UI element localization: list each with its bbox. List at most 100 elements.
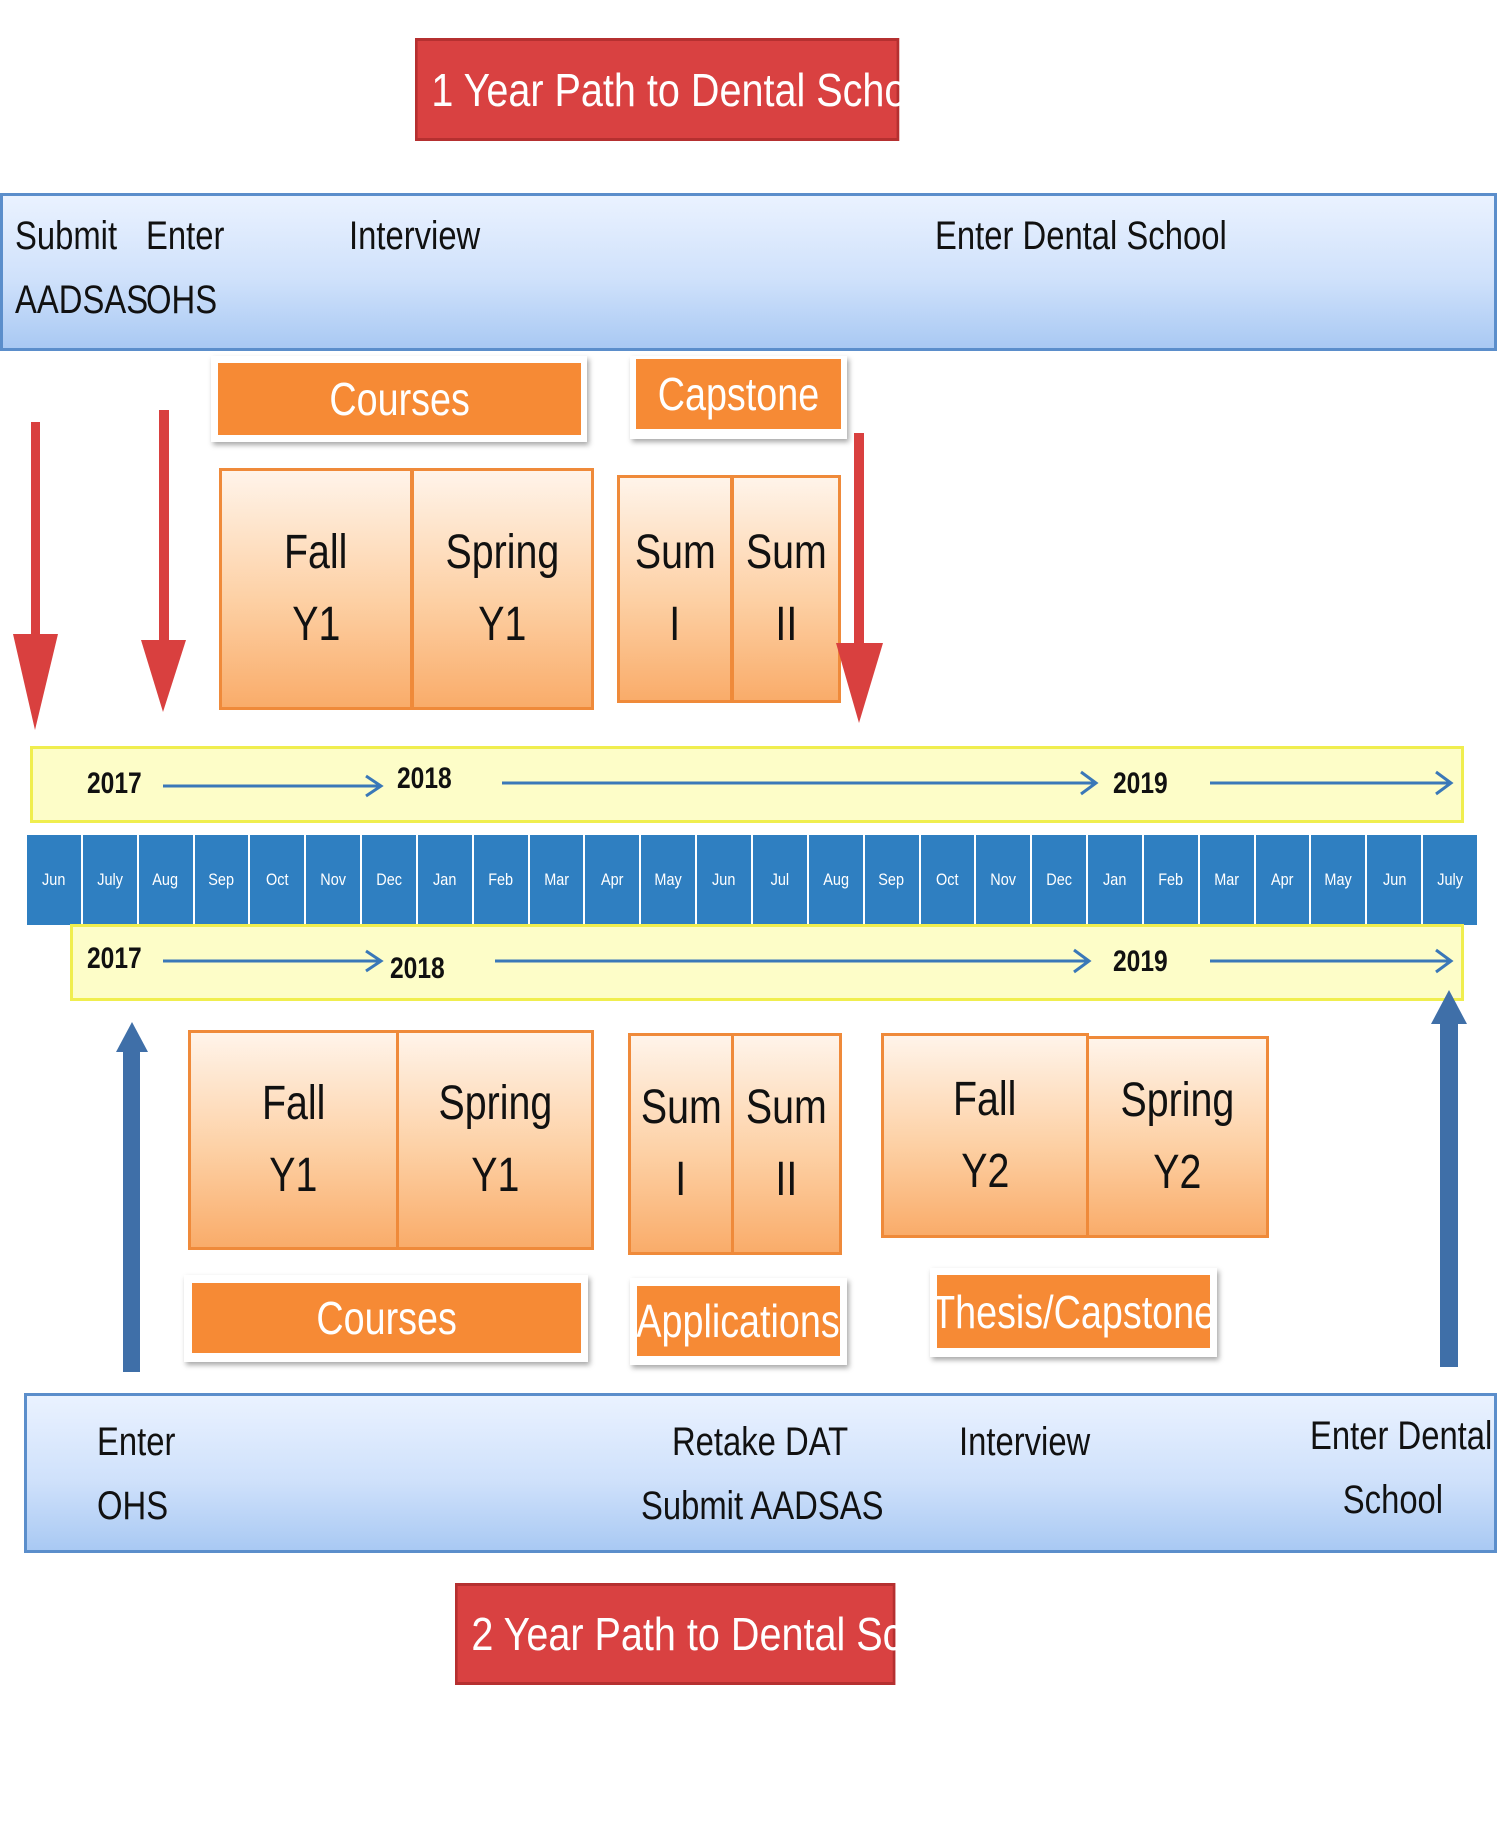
arrow-bottom-2018-2019 — [495, 948, 1092, 974]
month-label: Dec — [376, 870, 402, 889]
term-line1: Sum — [640, 1081, 722, 1134]
blue-arrow-enter-dental — [1431, 990, 1467, 1367]
month-label: Oct — [936, 870, 959, 889]
term-line2: II — [775, 598, 797, 651]
month-label: Nov — [320, 870, 346, 889]
enter-line1: Enter — [146, 214, 225, 258]
two-year-applications-box: Applications — [630, 1278, 847, 1365]
courses-label-bg: Courses — [192, 1283, 581, 1353]
term-line1: Spring — [445, 526, 560, 579]
arrow-top-2017-2018 — [163, 774, 384, 798]
year-2019-bottom: 2019 — [1113, 945, 1168, 978]
month-label: Nov — [990, 870, 1017, 889]
two-year-title-text: 2 Year Path to Dental School — [471, 1608, 978, 1660]
submit-line1: Submit — [15, 214, 118, 258]
year-2018-bottom: 2018 — [390, 952, 445, 985]
month-label: Mar — [1214, 870, 1240, 889]
capstone-label: Capstone — [657, 368, 820, 420]
enter-ohs-label: Enter OHS — [146, 204, 224, 332]
year-2017-top: 2017 — [87, 767, 142, 800]
retake-dat-label: Retake DAT — [672, 1420, 849, 1464]
month-cell: July — [82, 835, 137, 925]
term-line2: Y2 — [1153, 1146, 1202, 1199]
term-line1: Sum — [746, 1081, 827, 1134]
enter-dental-line1: Enter Dental — [1310, 1414, 1493, 1458]
red-arrow-enter-ohs — [141, 410, 186, 712]
month-cell: Oct — [920, 835, 975, 925]
month-label: Jun — [42, 870, 66, 889]
term-fall-y1-2yr: Fall Y1 — [188, 1030, 399, 1250]
submit-aadsas-label: Submit AADSAS — [15, 204, 148, 332]
month-label: Jun — [712, 870, 736, 889]
one-year-milestones-band: Submit AADSAS Enter OHS Interview Enter … — [0, 193, 1497, 351]
month-cell: Aug — [138, 835, 193, 925]
month-label: Sep — [878, 870, 905, 889]
month-cell: Jul — [753, 835, 807, 925]
month-label: Aug — [822, 870, 849, 889]
month-label: May — [654, 870, 682, 889]
month-cell: Dec — [1032, 835, 1087, 925]
month-label: Dec — [1046, 870, 1072, 889]
blue-arrow-enter-ohs — [116, 1022, 148, 1372]
one-year-courses-box: Courses — [211, 356, 587, 442]
month-cell: Oct — [250, 835, 305, 925]
month-cell: Jun — [27, 835, 81, 925]
month-cell: Apr — [585, 835, 640, 925]
month-cell: Sep — [864, 835, 919, 925]
courses-label-bg: Courses — [218, 363, 581, 435]
enter-ohs-label-2yr: Enter OHS — [97, 1410, 175, 1538]
arrow-top-2018-2019 — [502, 770, 1099, 796]
courses-label: Courses — [329, 373, 470, 425]
month-cell: Mar — [529, 835, 584, 925]
term-line2: I — [675, 1153, 687, 1206]
enter-dental-school-label: Enter Dental School — [935, 214, 1227, 258]
month-label: Feb — [488, 870, 514, 889]
term-sum-i-2yr: Sum I — [628, 1033, 734, 1255]
term-sum-ii: Sum II — [731, 475, 841, 703]
one-year-capstone-box: Capstone — [630, 356, 847, 439]
month-label: Jan — [1103, 870, 1127, 889]
month-label: Jan — [433, 870, 457, 889]
month-cell: Feb — [473, 835, 528, 925]
capstone-label-bg: Capstone — [636, 359, 841, 429]
month-cell: July — [1423, 835, 1477, 925]
month-cell: Jan — [1088, 835, 1142, 925]
two-year-courses-box: Courses — [184, 1275, 588, 1362]
term-line1: Fall — [953, 1072, 1017, 1126]
term-sum-i: Sum I — [617, 475, 733, 703]
enter-line2: OHS — [146, 278, 218, 322]
term-line1: Sum — [745, 526, 827, 579]
submit-line2: AADSAS — [15, 278, 149, 322]
term-line1: Spring — [1120, 1074, 1235, 1127]
enter-line2: OHS — [97, 1484, 169, 1528]
year-2017-bottom: 2017 — [87, 942, 142, 975]
term-line2: Y2 — [960, 1144, 1010, 1198]
year-2019-top: 2019 — [1113, 767, 1168, 800]
term-line2: I — [669, 598, 681, 651]
month-label: Mar — [544, 870, 569, 889]
thesis-label-bg: Thesis/Capstone — [932, 1275, 1215, 1348]
term-line2: Y1 — [291, 598, 341, 651]
interview-label: Interview — [349, 214, 481, 258]
month-label: Feb — [1158, 870, 1184, 889]
red-arrow-submit — [13, 422, 58, 730]
month-cell: May — [641, 835, 696, 925]
term-line2: Y1 — [269, 1149, 318, 1202]
red-arrow-interview — [836, 433, 883, 723]
arrow-top-2019-end — [1210, 770, 1454, 796]
term-spring-y1-2yr: Spring Y1 — [396, 1030, 594, 1250]
term-line2: II — [775, 1153, 798, 1206]
submit-aadsas-label-2yr: Submit AADSAS — [641, 1484, 884, 1528]
term-line1: Fall — [284, 526, 348, 579]
month-label: July — [96, 870, 123, 889]
month-cell: Jun — [697, 835, 751, 925]
term-spring-y2: Spring Y2 — [1086, 1036, 1269, 1238]
one-year-title-text: 1 Year Path to Dental School — [431, 63, 938, 116]
term-sum-ii-2yr: Sum II — [731, 1033, 842, 1255]
two-year-milestones-band: Enter OHS Retake DAT Submit AADSAS Inter… — [24, 1393, 1497, 1553]
applications-label-bg: Applications — [637, 1286, 840, 1356]
term-spring-y1: Spring Y1 — [411, 468, 594, 710]
